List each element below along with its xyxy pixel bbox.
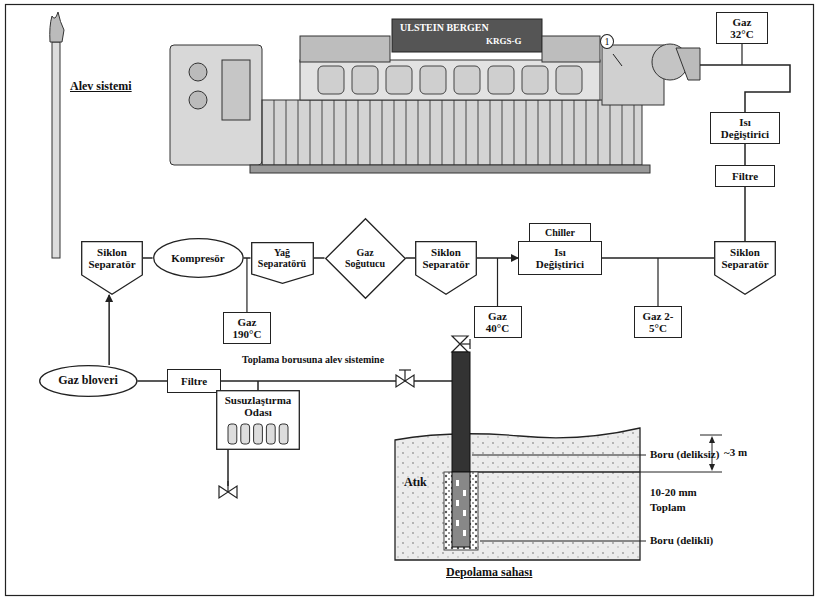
filter-box: Filtre bbox=[167, 369, 221, 393]
leader-line bbox=[657, 258, 658, 306]
text-group: Siklon Separatör bbox=[720, 246, 770, 270]
node-text: Gaz 32°C bbox=[729, 16, 755, 40]
dimension-label: 10-20 mm bbox=[650, 486, 697, 499]
heat-exchanger-box: Isı Değiştirici bbox=[518, 241, 602, 275]
gas-cooler-diamond: Gaz Soğutucu bbox=[325, 218, 406, 299]
pipe-connector bbox=[477, 257, 518, 259]
text-group: Filtre bbox=[731, 170, 760, 182]
waste-label: Atık bbox=[404, 476, 427, 490]
text-group: Filtre bbox=[180, 375, 209, 387]
node-text: Chiller bbox=[544, 227, 576, 238]
node-text: Yağ Separatörü bbox=[257, 247, 308, 269]
node-text: Isı Değiştirici bbox=[535, 246, 586, 270]
text-group: Gaz 40°C bbox=[485, 310, 511, 334]
node-text: Kompresör bbox=[170, 252, 226, 264]
text-group: Susuzlaştırma Odası bbox=[224, 394, 293, 418]
text-group: Yağ Separatörü bbox=[257, 247, 308, 269]
node-text: Siklon Separatör bbox=[87, 246, 137, 270]
landfill-label: Depolama sahası bbox=[446, 566, 532, 580]
temperature-box: Gaz 2-5°C bbox=[634, 306, 682, 338]
cyclone-separator: Siklon Separatör bbox=[415, 241, 477, 295]
compressor-ellipse: Kompresör bbox=[153, 238, 244, 278]
flare-label: Alev sistemi bbox=[70, 80, 132, 94]
pipe-connector bbox=[744, 144, 746, 165]
text-group: Siklon Separatör bbox=[87, 246, 137, 270]
gas-blower-ellipse: Gaz bloveri bbox=[39, 365, 138, 397]
text-group: Isı Değiştirici bbox=[535, 246, 586, 270]
pipe-connector bbox=[108, 295, 110, 365]
pipe-connector bbox=[243, 257, 250, 259]
temperature-box: Gaz 32°C bbox=[716, 12, 768, 44]
pipe-label: Boru (deliksiz) bbox=[650, 448, 719, 461]
text-group: Siklon Separatör bbox=[421, 246, 471, 270]
pipe-connector bbox=[602, 257, 714, 259]
cyclone-separator: Siklon Separatör bbox=[81, 241, 143, 295]
dewatering-room: Susuzlaştırma Odası bbox=[216, 390, 300, 450]
text-group: Gaz 2-5°C bbox=[642, 310, 675, 334]
text-group: Chiller bbox=[544, 227, 576, 238]
leader-line bbox=[246, 258, 247, 312]
text-group: Gaz 32°C bbox=[729, 16, 755, 40]
layer-label: Toplam bbox=[650, 501, 686, 514]
pipe-label: Boru (delikli) bbox=[650, 534, 713, 547]
node-text: Gaz 190°C bbox=[231, 316, 262, 340]
node-text: Susuzlaştırma Odası bbox=[224, 394, 293, 418]
pipe-connector bbox=[744, 187, 746, 241]
node-text: Gaz 40°C bbox=[485, 310, 511, 334]
text-group: Isı Değiştirici bbox=[720, 116, 771, 140]
filter-box: Filtre bbox=[715, 165, 775, 187]
pipe-connector bbox=[314, 257, 325, 259]
node-text: Siklon Separatör bbox=[421, 246, 471, 270]
text-group: Gaz Soğutucu bbox=[344, 247, 387, 269]
node-text: Filtre bbox=[180, 375, 209, 387]
pipe-connector bbox=[137, 380, 167, 382]
text-group: Kompresör bbox=[170, 252, 226, 264]
chiller-box: Chiller bbox=[529, 223, 591, 242]
callout-number: 1 bbox=[600, 34, 614, 49]
pipe-note: Toplama borusuna alev sistemine bbox=[238, 354, 388, 366]
leader-line bbox=[497, 258, 498, 306]
text-group: Gaz bloveri bbox=[57, 374, 119, 387]
temperature-box: Gaz 190°C bbox=[223, 312, 271, 344]
engine-maker-text: ULSTEIN BERGEN bbox=[400, 22, 489, 34]
node-text: Isı Değiştirici bbox=[720, 116, 771, 140]
node-text: Siklon Separatör bbox=[720, 246, 770, 270]
cyclone-separator: Siklon Separatör bbox=[714, 241, 776, 295]
pipe-connector bbox=[406, 257, 416, 259]
node-text: Gaz 2-5°C bbox=[642, 310, 675, 334]
oil-separator: Yağ Separatörü bbox=[251, 242, 314, 284]
engine-model-text: KRGS-G bbox=[486, 36, 522, 46]
temperature-box: Gaz 40°C bbox=[474, 306, 522, 338]
pipe-connector bbox=[143, 257, 153, 259]
node-text: Gaz Soğutucu bbox=[344, 247, 387, 269]
text-group: Gaz 190°C bbox=[231, 316, 262, 340]
heat-exchanger-box: Isı Değiştirici bbox=[710, 112, 780, 144]
node-text: Gaz bloveri bbox=[57, 374, 119, 387]
node-text: Filtre bbox=[731, 170, 760, 182]
dimension-label: ~3 m bbox=[724, 446, 747, 459]
